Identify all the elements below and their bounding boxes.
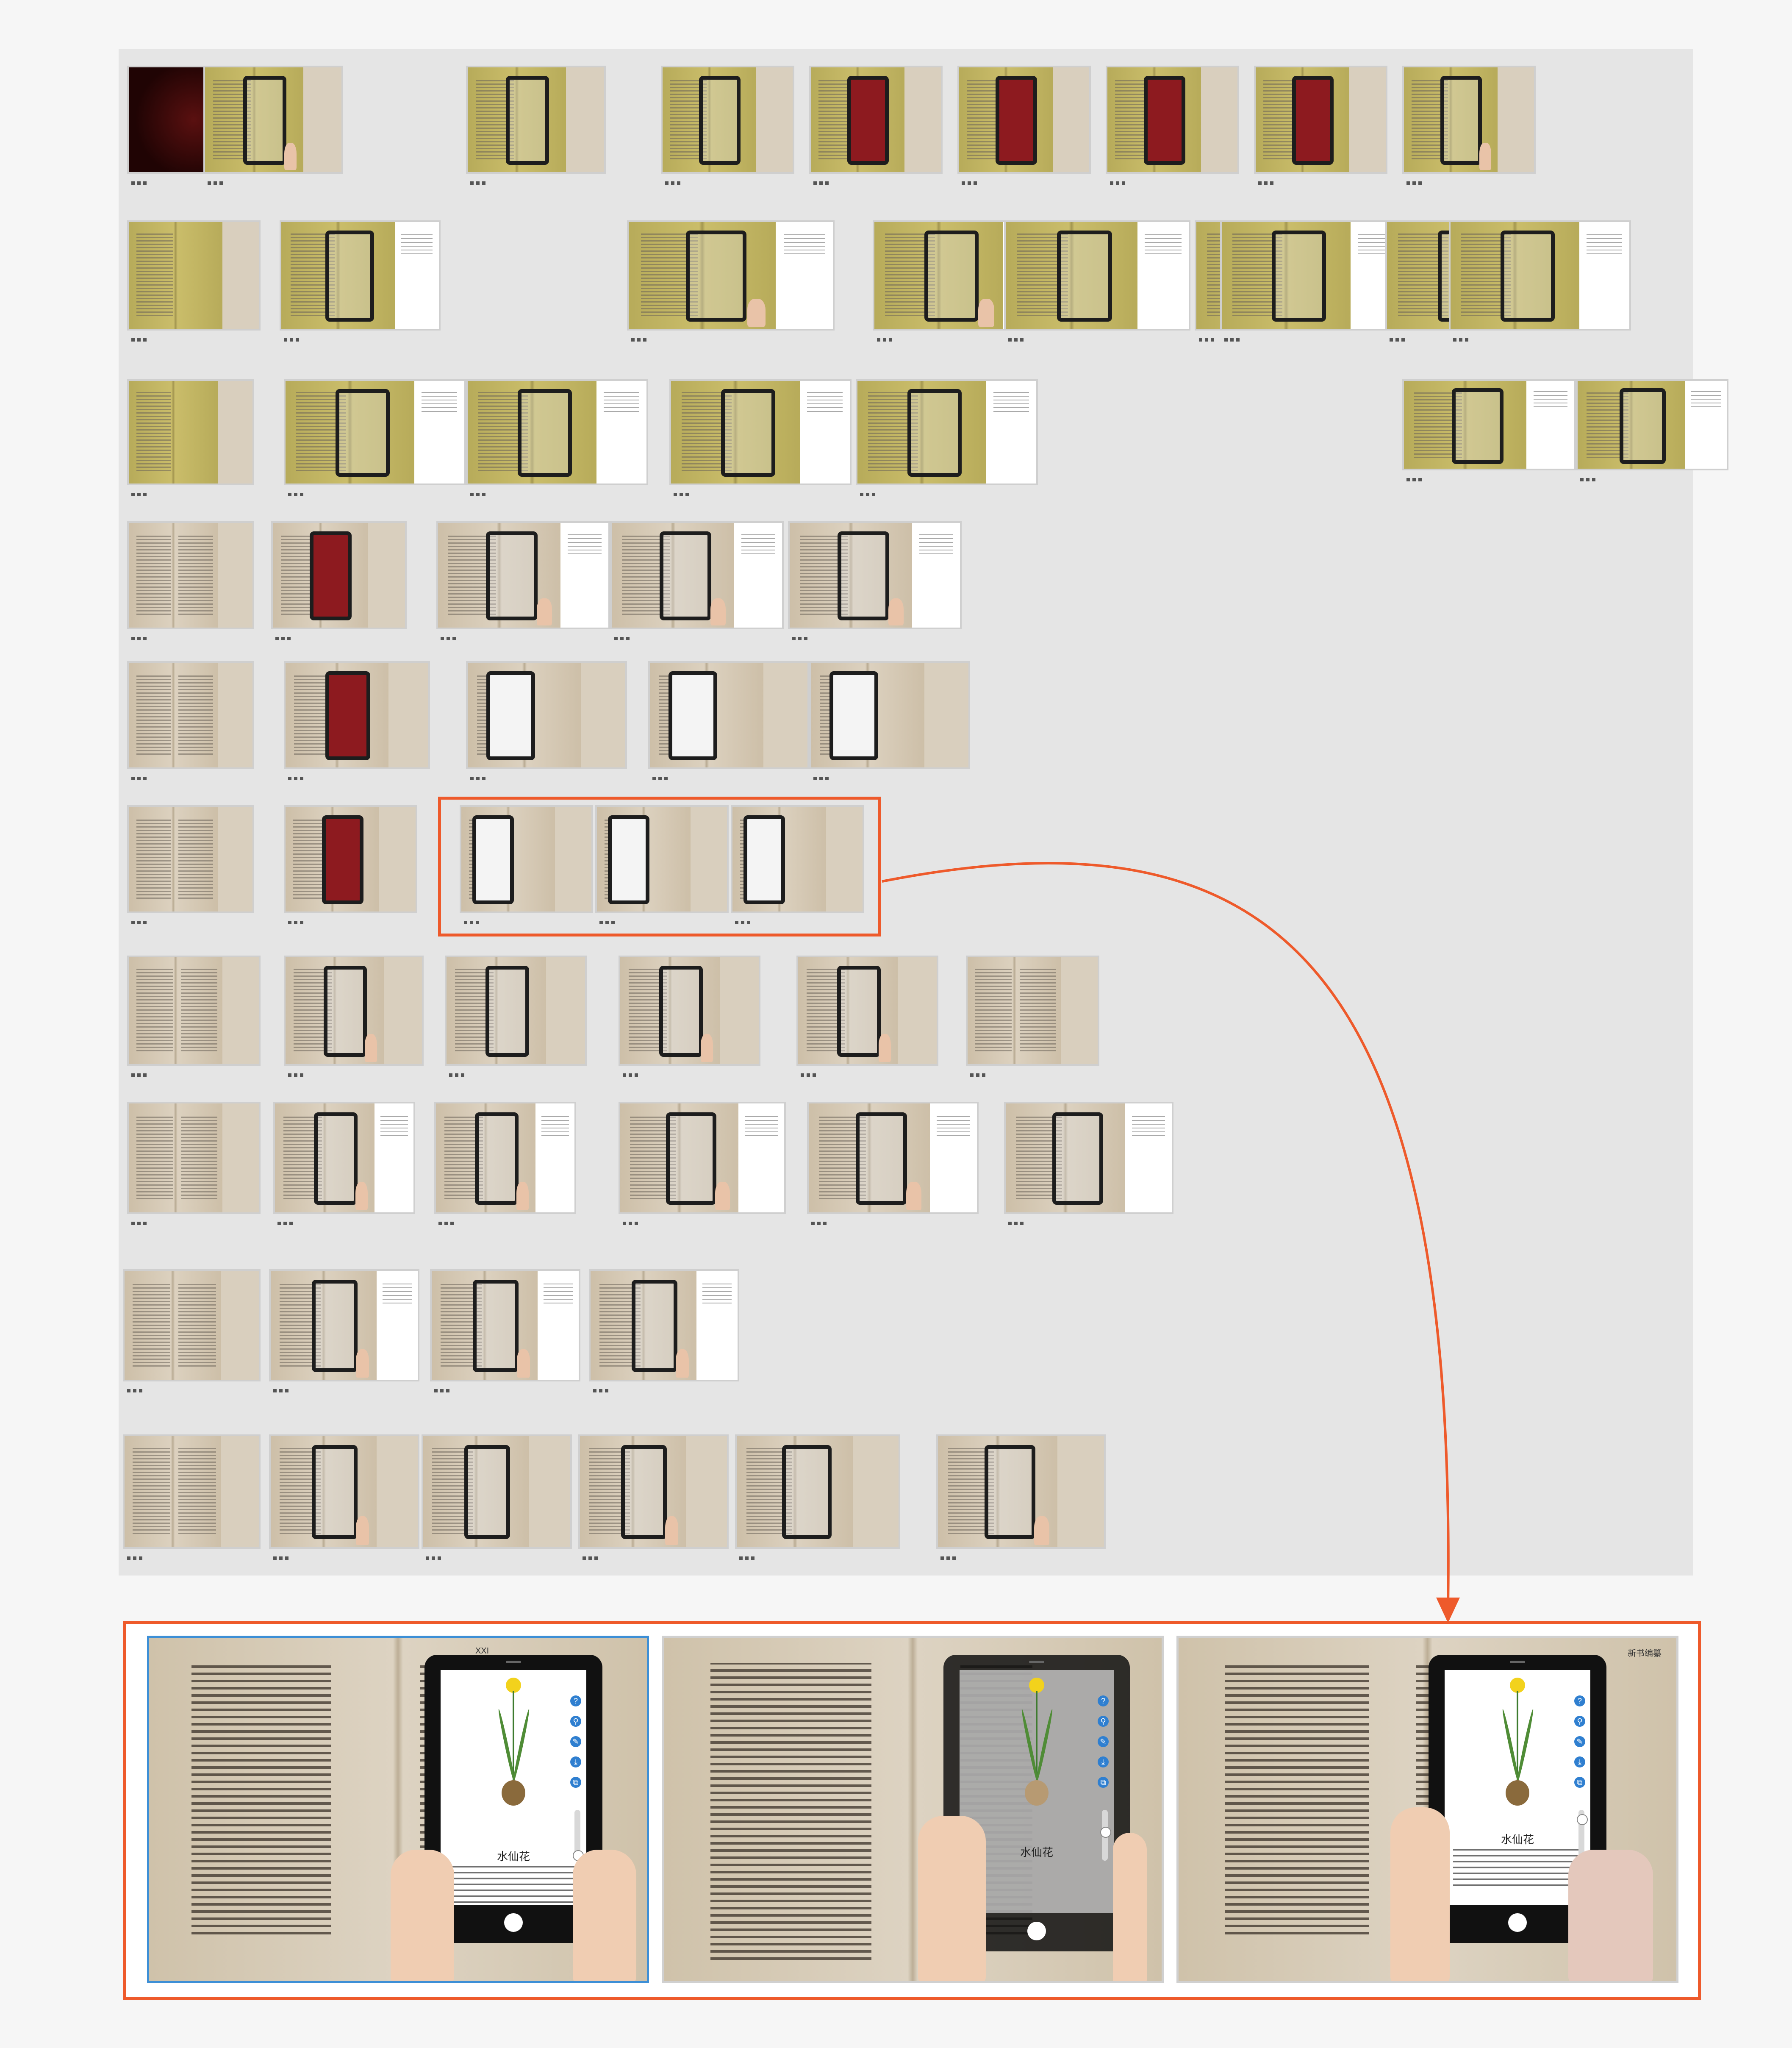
download-icon[interactable]: ⤓	[570, 1756, 581, 1767]
daffodil-illustration	[488, 1674, 539, 1814]
pointing-hand	[1113, 1833, 1147, 1983]
tablet-toolbar: ? ⚲ ✎ ⤓ ⧉	[1098, 1695, 1110, 1797]
plant-caption: 水仙花	[1445, 1831, 1590, 1847]
zoom-slider[interactable]	[574, 1810, 580, 1861]
zoom-frame-2[interactable]: 水仙花 ? ⚲ ✎ ⤓ ⧉	[662, 1636, 1164, 1983]
book-text-left-page	[710, 1663, 871, 1960]
tablet-toolbar: ? ⚲ ✎ ⤓ ⧉	[570, 1695, 583, 1797]
zoom-frame-1[interactable]: XXI 水仙花 ? ⚲ ✎ ⤓ ⧉	[147, 1636, 649, 1983]
left-hand	[1390, 1807, 1450, 1983]
magnifier-icon[interactable]: ⚲	[570, 1716, 581, 1727]
daffodil-illustration	[1492, 1674, 1543, 1814]
question-icon[interactable]: ?	[570, 1695, 581, 1706]
magnifier-icon[interactable]: ⚲	[1574, 1716, 1585, 1727]
plant-description-text	[449, 1865, 578, 1903]
download-icon[interactable]: ⤓	[1574, 1756, 1585, 1767]
pinching-hand	[1568, 1850, 1653, 1983]
share-icon[interactable]: ⧉	[570, 1777, 581, 1788]
tablet-camera	[1510, 1661, 1525, 1663]
tablet-screen: 水仙花 ? ⚲ ✎ ⤓ ⧉	[441, 1670, 586, 1905]
tablet-home-button	[1027, 1922, 1046, 1940]
tablet-toolbar: ? ⚲ ✎ ⤓ ⧉	[1574, 1695, 1587, 1797]
tablet-camera	[506, 1661, 521, 1663]
question-icon[interactable]: ?	[1098, 1695, 1109, 1706]
zoomed-sequence-panel: XXI 水仙花 ? ⚲ ✎ ⤓ ⧉	[123, 1621, 1701, 2000]
pen-icon[interactable]: ✎	[1098, 1736, 1109, 1747]
left-hand	[918, 1816, 986, 1983]
zoom-frame-3[interactable]: 新书编纂 水仙花 ? ⚲ ✎ ⤓ ⧉	[1176, 1636, 1678, 1983]
plant-caption: 水仙花	[441, 1848, 586, 1864]
book-text-left-page	[191, 1663, 331, 1934]
tablet-home-button	[504, 1913, 523, 1932]
download-icon[interactable]: ⤓	[1098, 1756, 1109, 1767]
share-icon[interactable]: ⧉	[1098, 1777, 1109, 1788]
tablet-camera	[1029, 1661, 1044, 1663]
pen-icon[interactable]: ✎	[570, 1736, 581, 1747]
zoom-slider[interactable]	[1102, 1810, 1108, 1861]
daffodil-illustration	[1011, 1674, 1062, 1814]
left-hand	[391, 1850, 454, 1983]
selected-sequence-highlight[interactable]	[438, 797, 881, 936]
page-header: 新书编纂	[1628, 1646, 1662, 1659]
question-icon[interactable]: ?	[1574, 1695, 1585, 1706]
plant-description-text	[1453, 1848, 1582, 1886]
share-icon[interactable]: ⧉	[1574, 1777, 1585, 1788]
magnifier-icon[interactable]: ⚲	[1098, 1716, 1109, 1727]
right-hand	[573, 1850, 636, 1983]
tablet-home-button	[1508, 1913, 1527, 1932]
pen-icon[interactable]: ✎	[1574, 1736, 1585, 1747]
book-text-left-page	[1225, 1663, 1369, 1934]
